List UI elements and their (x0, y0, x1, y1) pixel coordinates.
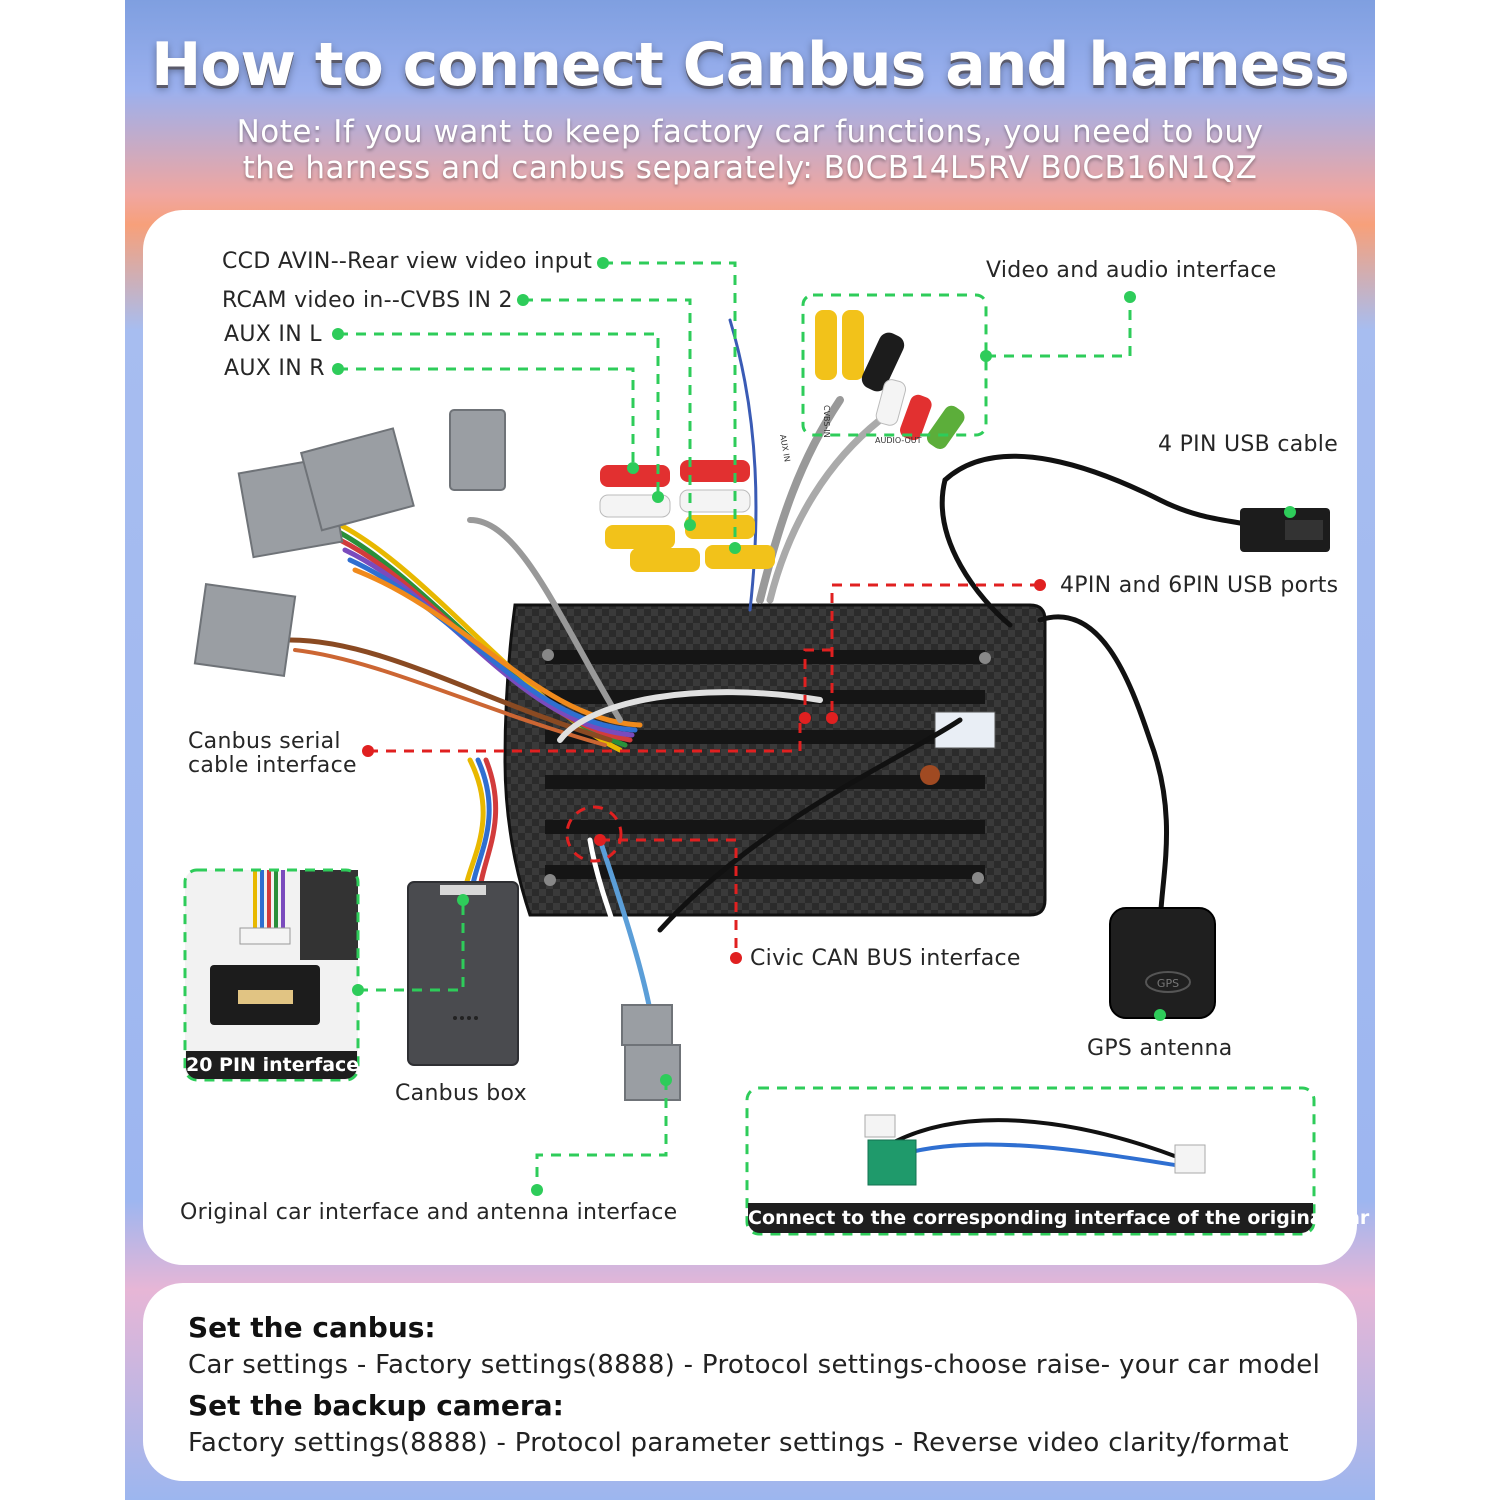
label-rcam-video: RCAM video in--CVBS IN 2 (222, 288, 513, 313)
tag-connect-original: Connect to the corresponding interface o… (748, 1203, 1369, 1233)
camera-steps: Factory settings(8888) - Protocol parame… (188, 1428, 1289, 1458)
note-line-2: the harness and canbus separately: B0CB1… (242, 150, 1258, 186)
label-aux-l: AUX IN L (224, 322, 322, 347)
page-title: How to connect Canbus and harness (151, 30, 1350, 100)
label-usb-ports: 4PIN and 6PIN USB ports (1060, 573, 1339, 598)
cvbs-label: CVBS-IN (822, 405, 831, 438)
wire-bundle (287, 318, 1253, 1013)
label-usb-cable: 4 PIN USB cable (1158, 432, 1339, 457)
label-canbus-box: Canbus box (395, 1081, 527, 1106)
harness-connectors (193, 409, 681, 1101)
pin20-inset (185, 870, 358, 1080)
canbus-heading: Set the canbus: (188, 1311, 436, 1344)
label-aux-r: AUX IN R (224, 356, 325, 381)
aux-in-label: AUX IN (778, 434, 792, 463)
rca-plugs (599, 310, 965, 572)
label-original-car: Original car interface and antenna inter… (180, 1200, 678, 1225)
label-gps: GPS antenna (1087, 1036, 1233, 1061)
gps-mark: GPS (1157, 977, 1179, 990)
usb-plug (1240, 508, 1330, 552)
green-dots (332, 257, 1296, 1196)
red-dots (362, 579, 1046, 964)
red-leaders (368, 583, 1040, 958)
camera-heading: Set the backup camera: (188, 1389, 564, 1422)
instructions-card (143, 1283, 1357, 1481)
head-unit (503, 603, 1047, 917)
canbus-steps: Car settings - Factory settings(8888) - … (188, 1350, 1321, 1380)
label-canbus-serial-2: cable interface (188, 753, 357, 778)
label-civic-can: Civic CAN BUS interface (750, 946, 1021, 971)
gps-antenna: GPS (1109, 907, 1216, 1019)
note-line-1: Note: If you want to keep factory car fu… (236, 114, 1264, 150)
canbus-box (407, 881, 519, 1066)
label-canbus-serial-1: Canbus serial (188, 729, 341, 754)
green-leaders (183, 261, 1316, 1236)
label-video-audio: Video and audio interface (986, 258, 1277, 283)
audio-out-label: AUDIO-OUT (875, 436, 922, 445)
tag-20-pin: 20 PIN interface (186, 1051, 359, 1079)
original-car-adapter (864, 1114, 1206, 1186)
label-ccd-avin: CCD AVIN--Rear view video input (222, 249, 593, 274)
